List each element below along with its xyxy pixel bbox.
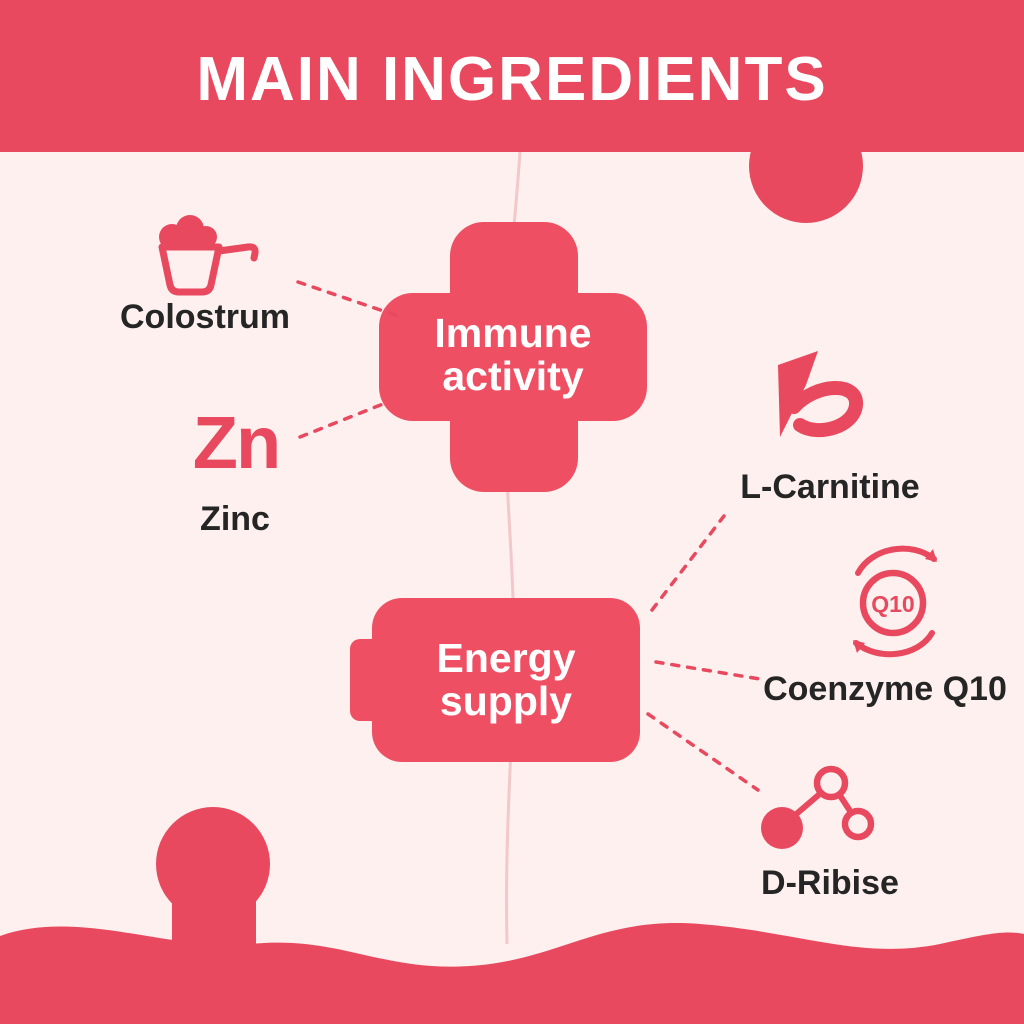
energy-supply-label: Energy supply (372, 637, 640, 722)
zn-icon-text: Zn (192, 401, 281, 484)
energy-line1: Energy (436, 635, 576, 681)
immune-activity-badge-bar (379, 293, 647, 421)
energy-line2: supply (439, 677, 573, 724)
ingredient-label-zinc: Zinc (200, 500, 270, 538)
puzzle-knob-bottom (156, 807, 270, 921)
immune-activity-label: Immune activity (379, 312, 647, 397)
page-title: MAIN INGREDIENTS (196, 45, 828, 114)
puzzle-knob-top (749, 109, 863, 223)
ingredient-label-colostrum: Colostrum (120, 298, 290, 336)
immune-line1: Immune (434, 310, 592, 356)
scoop-icon (158, 215, 259, 296)
ingredient-label-coq10: Coenzyme Q10 (763, 670, 1007, 708)
q10-icon-text: Q10 (871, 591, 914, 617)
q10-cycle-icon: Q10 (853, 545, 937, 658)
bottom-wave (0, 923, 1024, 1024)
l-swoosh-icon (778, 351, 863, 438)
immune-line2: activity (442, 352, 584, 399)
molecule-icon (761, 765, 875, 849)
ingredient-label-dribise: D-Ribise (761, 864, 899, 902)
energy-supply-badge (372, 598, 640, 762)
ingredient-label-lcarnitine: L-Carnitine (740, 468, 920, 506)
zn-letters-icon: Zn (176, 398, 296, 488)
